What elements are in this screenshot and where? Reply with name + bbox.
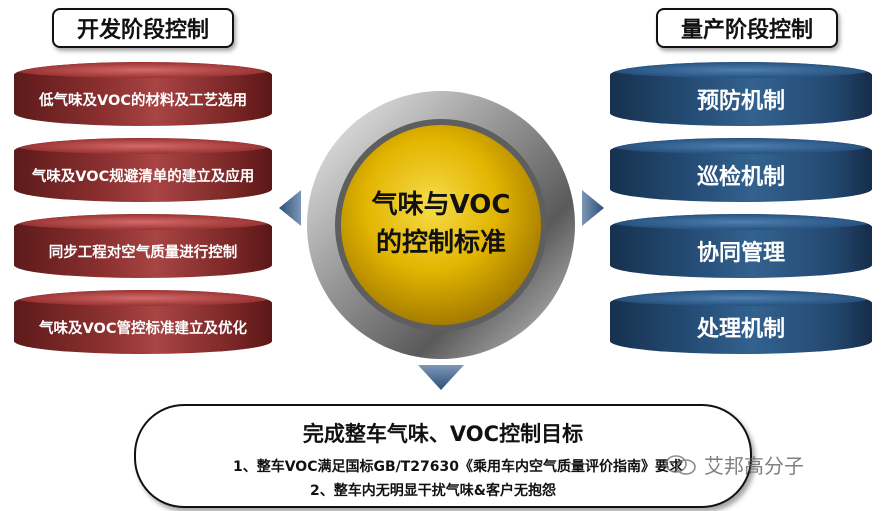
down-arrow-icon (418, 365, 464, 390)
watermark: 艾邦高分子 (664, 450, 804, 479)
development-item: 低气味及VOC的材料及工艺选用 (14, 62, 272, 126)
development-stack: 低气味及VOC的材料及工艺选用 气味及VOC规避清单的建立及应用 同步工程对空气… (14, 62, 272, 368)
production-item: 处理机制 (610, 290, 872, 354)
production-item: 巡检机制 (610, 138, 872, 202)
development-item: 同步工程对空气质量进行控制 (14, 214, 272, 278)
goal-item-1: 1、整车VOC满足国标GB/T27630《乘用车内空气质量评价指南》要求 (232, 459, 684, 475)
goal-title: 完成整车气味、VOC控制目标 (302, 422, 584, 446)
right-arrow-icon (582, 190, 604, 226)
wechat-icon (665, 454, 696, 475)
center-line-1: 气味与VOC (371, 189, 511, 220)
production-stage-title: 量产阶段控制 (656, 8, 838, 48)
development-stage-title: 开发阶段控制 (52, 8, 234, 48)
center-circle (341, 125, 541, 325)
development-item: 气味及VOC管控标准建立及优化 (14, 290, 272, 354)
center-line-2: 的控制标准 (376, 227, 506, 258)
watermark-text: 艾邦高分子 (704, 454, 804, 478)
goal-box: 完成整车气味、VOC控制目标 1、整车VOC满足国标GB/T27630《乘用车内… (134, 404, 752, 508)
production-stack: 预防机制 巡检机制 协同管理 处理机制 (610, 62, 872, 368)
goal-item-2: 2、整车内无明显干扰气味&客户无抱怨 (310, 483, 556, 499)
development-item: 气味及VOC规避清单的建立及应用 (14, 138, 272, 202)
production-item: 预防机制 (610, 62, 872, 126)
production-item: 协同管理 (610, 214, 872, 278)
left-arrow-icon (279, 190, 301, 226)
